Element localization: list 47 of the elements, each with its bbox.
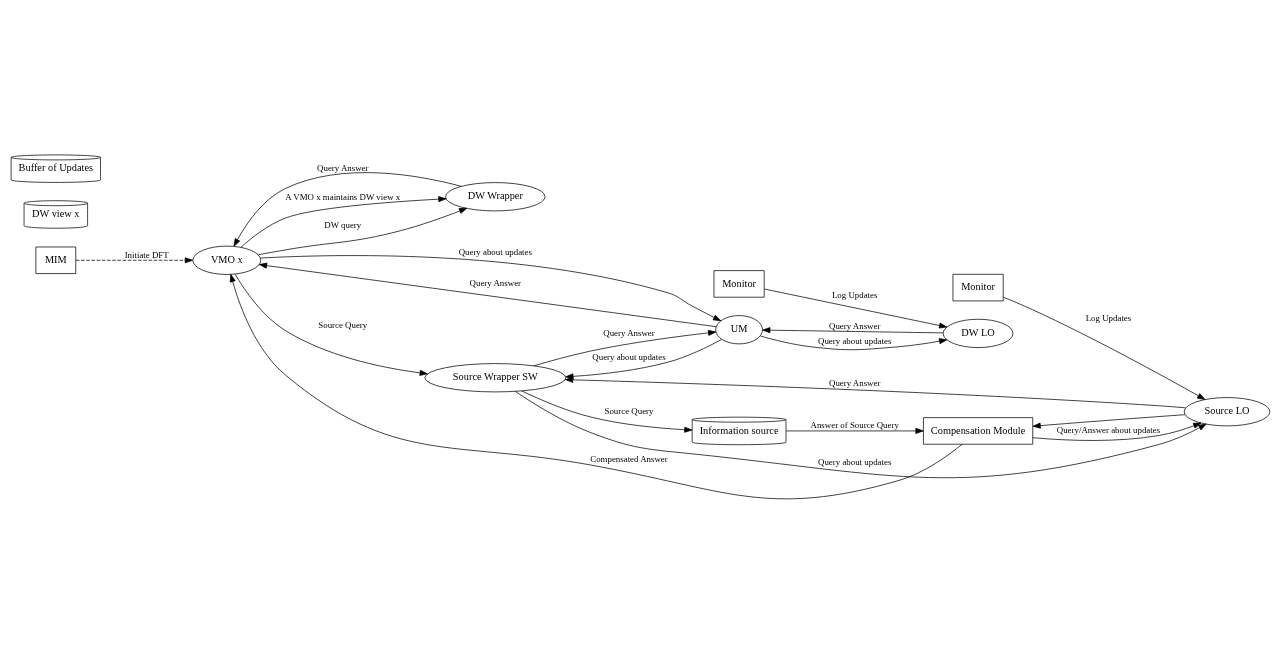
- arrow: [1003, 296, 1206, 400]
- edge-label: Log Updates: [1085, 312, 1132, 323]
- node-box: Monitor: [952, 273, 1004, 302]
- arrow: [240, 196, 447, 248]
- arrow: [258, 262, 717, 328]
- node-ellipse: DW LO: [942, 318, 1014, 348]
- edge-label: Log Updates: [831, 289, 878, 300]
- edge-label: Query about updates: [818, 336, 892, 347]
- edge-label: Source Query: [318, 319, 368, 330]
- arrow: [521, 390, 693, 433]
- arrow: [764, 288, 948, 329]
- node-ellipse: Source Wrapper SW: [424, 363, 567, 393]
- arrow: [762, 327, 944, 334]
- edge-label: DW query: [324, 220, 362, 231]
- edge-label: A VMO x maintains DW view x: [285, 192, 401, 203]
- arrow: [514, 391, 1207, 478]
- edge-label: Query about updates: [458, 246, 532, 257]
- node-box: Compensation Module: [923, 417, 1034, 445]
- edge-label: Compensated Answer: [590, 454, 668, 465]
- arrow: [234, 273, 428, 376]
- edge-label: Query Answer: [317, 162, 369, 173]
- arrow: [257, 207, 468, 256]
- arrow: [533, 329, 717, 367]
- arrow: [565, 376, 1186, 409]
- arrow: [229, 274, 963, 500]
- edge-label: Query Answer: [469, 277, 522, 288]
- edge-label: Query/Answer about updates: [1056, 424, 1161, 435]
- edge-label: Query about updates: [818, 456, 892, 467]
- node-ellipse: UM: [715, 315, 763, 345]
- arrow: [233, 172, 462, 247]
- edge-label: Query about updates: [592, 351, 666, 362]
- arrow: [75, 257, 193, 264]
- edge-label: Query Answer: [828, 378, 881, 389]
- arrow: [260, 255, 722, 322]
- node-ellipse: VMO x: [192, 245, 262, 275]
- node-box: Monitor: [713, 270, 765, 298]
- arrow: [565, 339, 722, 380]
- arrow: [759, 335, 948, 351]
- edge-label: Source Query: [604, 406, 654, 417]
- arrow: [1032, 422, 1202, 441]
- edge-label: Query Answer: [603, 328, 655, 339]
- arrow: [785, 428, 924, 434]
- edge-label: Initiate DFT: [124, 249, 169, 260]
- edge-label: Query Answer: [828, 320, 881, 331]
- arrow: [1032, 414, 1186, 429]
- node-box: MIM: [35, 246, 77, 274]
- edge-label: Answer of Source Query: [810, 420, 899, 431]
